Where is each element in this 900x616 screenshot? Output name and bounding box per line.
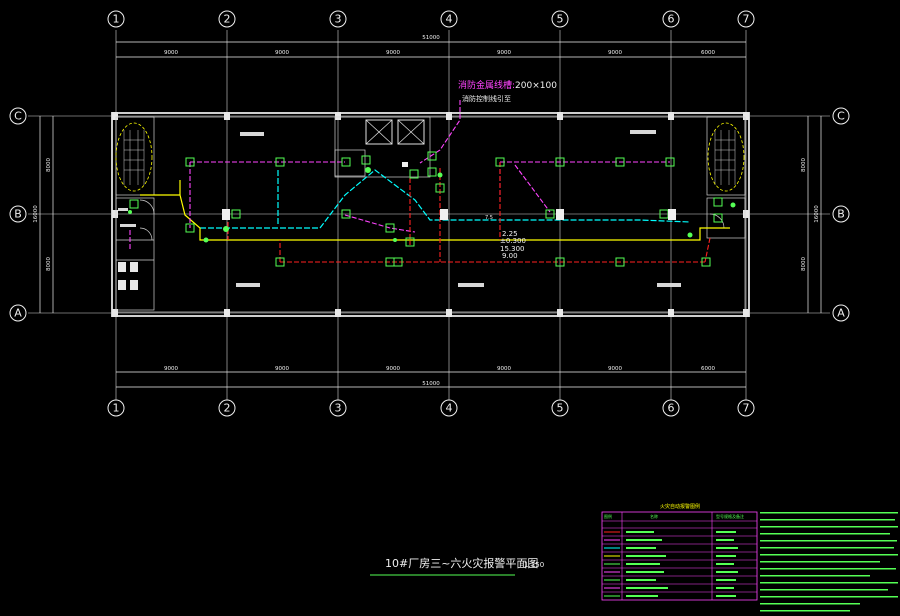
cyan-wiring — [200, 169, 691, 229]
grid-label-right-C: C — [837, 110, 845, 123]
tray-label-prefix: 消防金属线槽: — [458, 79, 515, 91]
grid-label-top-7: 7 — [743, 13, 750, 26]
grid-label-top-6: 6 — [668, 13, 675, 26]
legend-table: 火灾自动报警图例 图例 名称 型号规格及备注 — [601, 503, 758, 601]
dim-bottom-2: 9000 — [275, 366, 289, 372]
dim-left-1: 8000 — [46, 158, 52, 172]
dim-bottom: 9000 9000 9000 9000 9000 6000 51000 — [164, 366, 715, 387]
dim-top: 9000 9000 9000 9000 9000 6000 51000 — [164, 35, 715, 56]
legend-header-name: 名称 — [650, 513, 658, 519]
tray-label: 消防金属线槽:200×100 — [458, 79, 557, 91]
legend-header-spec: 型号规格及备注 — [716, 513, 744, 519]
grid-label-bottom-7: 7 — [743, 402, 750, 415]
dim-top-1: 9000 — [164, 50, 178, 56]
grid-label-top-3: 3 — [335, 13, 342, 26]
dim-right-total: 16000 — [814, 205, 820, 223]
dim-bottom-3: 9000 — [386, 366, 400, 372]
hydrant-boxes — [222, 162, 676, 220]
drawing-title-text: 10#厂房三~六火灾报警平面图 — [385, 556, 538, 570]
dim-top-5: 9000 — [608, 50, 622, 56]
grid-bubbles-top: 1 2 3 4 5 6 7 — [107, 10, 755, 28]
grid-label-bottom-3: 3 — [335, 402, 342, 415]
elevation-1: 2.25 — [502, 230, 518, 238]
room-labels — [118, 130, 681, 287]
axis-lines — [28, 30, 830, 400]
dim-right-2: 8000 — [801, 257, 807, 271]
grid-label-bottom-6: 6 — [668, 402, 675, 415]
grid-bubbles-right: C B A — [832, 107, 850, 322]
dim-top-total: 51000 — [422, 35, 440, 41]
plan-annotations: 消防金属线槽:200×100 消防控制线引至 2.25 ±0.300 15.30… — [458, 79, 557, 260]
grid-label-right-B: B — [837, 208, 845, 221]
dim-left-2: 8000 — [46, 257, 52, 271]
dim-top-4: 9000 — [497, 50, 511, 56]
elevation-3: 15.300 — [500, 245, 525, 253]
drawing-title: 10#厂房三~六火灾报警平面图 1:150 — [370, 556, 544, 576]
dim-right: 8000 8000 16000 — [801, 158, 820, 271]
drawing-scale: 1:150 — [524, 561, 544, 569]
tray-label-size: 200×100 — [515, 81, 557, 91]
grid-label-right-A: A — [837, 307, 845, 320]
grid-label-top-2: 2 — [224, 13, 231, 26]
dim-left: 8000 8000 16000 — [33, 158, 52, 271]
grid-bubbles-bottom: 1 2 3 4 5 6 7 — [107, 399, 755, 417]
yellow-wiring — [140, 180, 730, 241]
dim-left-total: 16000 — [33, 205, 39, 223]
dim-top-2: 9000 — [275, 50, 289, 56]
grid-label-left-C: C — [14, 110, 22, 123]
dim-bottom-5: 9000 — [608, 366, 622, 372]
grid-label-bottom-5: 5 — [557, 402, 564, 415]
red-wiring — [227, 162, 711, 263]
grid-label-bottom-2: 2 — [224, 402, 231, 415]
dim-bottom-6: 6000 — [701, 366, 715, 372]
grid-label-top-5: 5 — [557, 13, 564, 26]
elevation-5: 7.5 — [485, 215, 493, 221]
design-notes — [760, 512, 898, 612]
dim-bottom-total: 51000 — [422, 381, 440, 387]
dim-top-3: 9000 — [386, 50, 400, 56]
tray-label-line2: 消防控制线引至 — [462, 94, 511, 103]
legend-title: 火灾自动报警图例 — [660, 503, 700, 510]
legend-header-symbol: 图例 — [604, 513, 612, 519]
device-fills — [128, 167, 736, 243]
grid-label-bottom-4: 4 — [446, 402, 453, 415]
dim-bottom-1: 9000 — [164, 366, 178, 372]
grid-label-top-1: 1 — [113, 13, 120, 26]
grid-bubbles-left: C B A — [9, 107, 27, 322]
dimension-lines — [39, 41, 822, 388]
building-walls — [111, 112, 750, 317]
grid-label-top-4: 4 — [446, 13, 453, 26]
dim-top-6: 6000 — [701, 50, 715, 56]
fire-devices — [129, 151, 723, 267]
grid-label-bottom-1: 1 — [113, 402, 120, 415]
elevation-2: ±0.300 — [500, 237, 526, 245]
dim-bottom-4: 9000 — [497, 366, 511, 372]
grid-label-left-A: A — [14, 307, 22, 320]
elevation-4: 9.00 — [502, 252, 518, 260]
dim-right-1: 8000 — [801, 158, 807, 172]
grid-label-left-B: B — [14, 208, 22, 221]
